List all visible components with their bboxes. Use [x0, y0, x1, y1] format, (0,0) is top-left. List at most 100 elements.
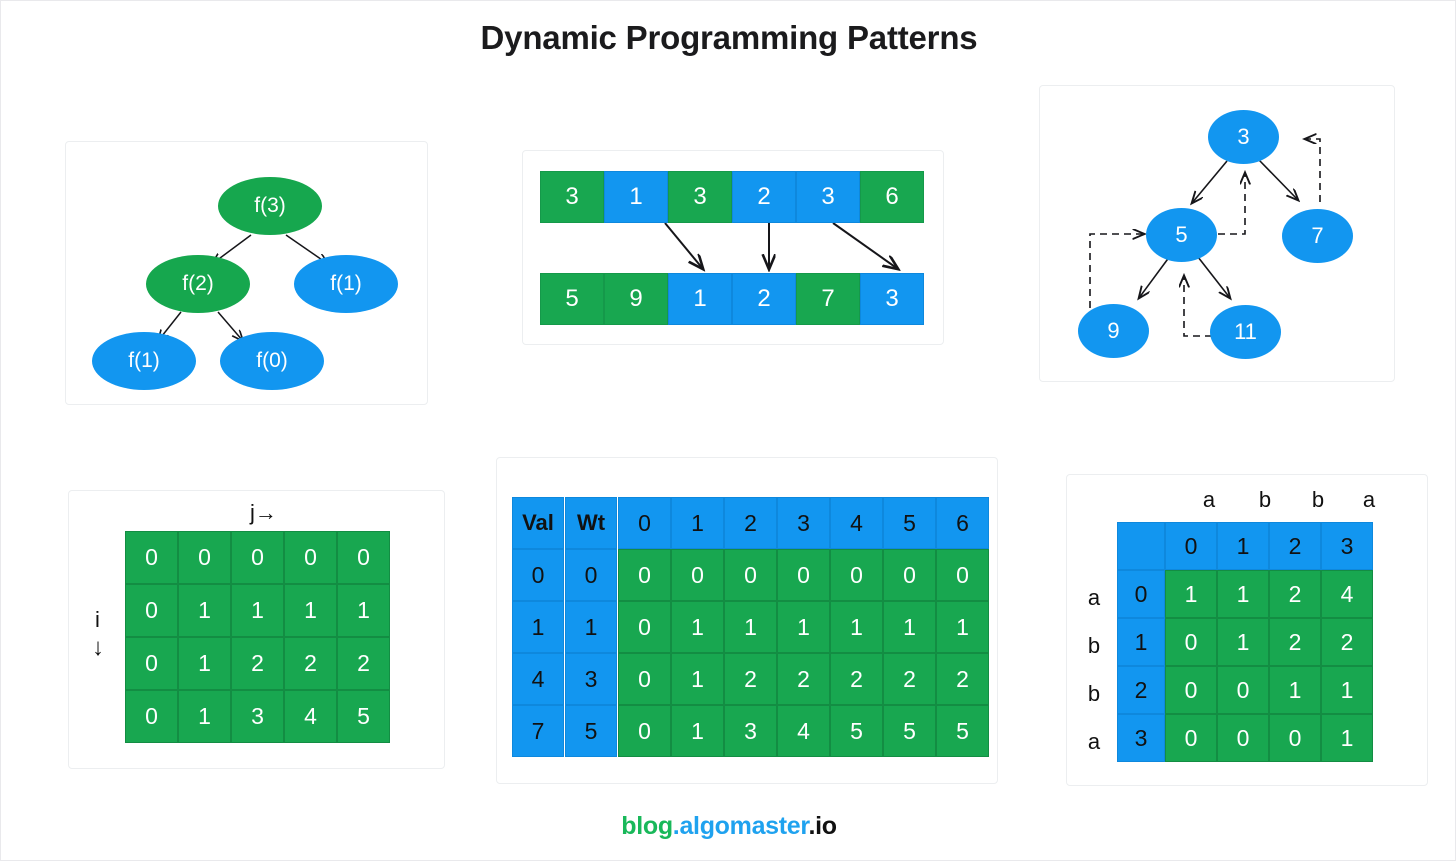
knapsack-cell[interactable]: 5 [830, 705, 883, 757]
knapsack-capacity-header[interactable]: 1 [671, 497, 724, 549]
knapsack-cell[interactable]: 2 [936, 653, 989, 705]
knapsack-cell[interactable]: 1 [830, 601, 883, 653]
memo-node-7[interactable]: 7 [1282, 209, 1353, 263]
knapsack-val-cell[interactable]: 7 [512, 705, 564, 757]
knapsack-cell[interactable]: 5 [936, 705, 989, 757]
knapsack-val-cell[interactable]: 0 [512, 549, 564, 601]
knapsack-cell[interactable]: 1 [883, 601, 936, 653]
tree-node-f0[interactable]: f(0) [220, 332, 324, 390]
memo-node-11[interactable]: 11 [1210, 305, 1281, 359]
lcs-cell[interactable]: 1 [1321, 714, 1373, 762]
grid-cell[interactable]: 1 [337, 584, 390, 637]
knapsack-wt-cell[interactable]: 0 [565, 549, 617, 601]
lcs-cell[interactable]: 2 [1269, 570, 1321, 618]
lcs-cell[interactable]: 1 [1217, 618, 1269, 666]
lcs-cell[interactable]: 0 [1217, 714, 1269, 762]
lcs-col-index[interactable]: 1 [1217, 522, 1269, 570]
lcs-col-index[interactable]: 2 [1269, 522, 1321, 570]
knapsack-cell[interactable]: 0 [777, 549, 830, 601]
lcs-cell[interactable]: 2 [1269, 618, 1321, 666]
lcs-row-index[interactable]: 1 [1117, 618, 1165, 666]
knapsack-val-cell[interactable]: 4 [512, 653, 564, 705]
lcs-cell[interactable]: 1 [1321, 666, 1373, 714]
knapsack-cell[interactable]: 0 [671, 549, 724, 601]
knapsack-cell[interactable]: 2 [777, 653, 830, 705]
knapsack-cell[interactable]: 0 [618, 601, 671, 653]
knapsack-cell[interactable]: 1 [777, 601, 830, 653]
grid-cell[interactable]: 0 [125, 690, 178, 743]
knapsack-capacity-header[interactable]: 6 [936, 497, 989, 549]
grid-cell[interactable]: 1 [284, 584, 337, 637]
knapsack-cell[interactable]: 1 [724, 601, 777, 653]
array-cell[interactable]: 3 [860, 273, 924, 325]
knapsack-cell[interactable]: 2 [724, 653, 777, 705]
grid-cell[interactable]: 2 [284, 637, 337, 690]
lcs-cell[interactable]: 4 [1321, 570, 1373, 618]
tree-node-f1-left[interactable]: f(1) [92, 332, 196, 390]
lcs-col-index[interactable]: 0 [1165, 522, 1217, 570]
array-cell[interactable]: 1 [604, 171, 668, 223]
knapsack-cell[interactable]: 0 [618, 705, 671, 757]
footer-brand[interactable]: blog.algomaster.io [1, 812, 1456, 841]
grid-cell[interactable]: 0 [178, 531, 231, 584]
knapsack-cell[interactable]: 2 [830, 653, 883, 705]
lcs-cell[interactable]: 1 [1269, 666, 1321, 714]
grid-cell[interactable]: 0 [125, 531, 178, 584]
memo-node-5[interactable]: 5 [1146, 208, 1217, 262]
array-cell[interactable]: 6 [860, 171, 924, 223]
knapsack-cell[interactable]: 0 [830, 549, 883, 601]
tree-node-f3[interactable]: f(3) [218, 177, 322, 235]
knapsack-capacity-header[interactable]: 5 [883, 497, 936, 549]
memo-node-9[interactable]: 9 [1078, 304, 1149, 358]
knapsack-cell[interactable]: 2 [883, 653, 936, 705]
array-cell[interactable]: 9 [604, 273, 668, 325]
grid-cell[interactable]: 1 [178, 637, 231, 690]
array-cell[interactable]: 3 [668, 171, 732, 223]
lcs-cell[interactable]: 0 [1165, 714, 1217, 762]
grid-cell[interactable]: 2 [337, 637, 390, 690]
tree-node-f1-right[interactable]: f(1) [294, 255, 398, 313]
knapsack-wt-cell[interactable]: 5 [565, 705, 617, 757]
lcs-row-index[interactable]: 3 [1117, 714, 1165, 762]
knapsack-capacity-header[interactable]: 0 [618, 497, 671, 549]
grid-cell[interactable]: 3 [231, 690, 284, 743]
knapsack-cell[interactable]: 1 [671, 705, 724, 757]
tree-node-f2[interactable]: f(2) [146, 255, 250, 313]
lcs-cell[interactable]: 0 [1269, 714, 1321, 762]
array-cell[interactable]: 3 [796, 171, 860, 223]
grid-cell[interactable]: 2 [231, 637, 284, 690]
lcs-row-index[interactable]: 2 [1117, 666, 1165, 714]
grid-cell[interactable]: 4 [284, 690, 337, 743]
knapsack-cell[interactable]: 0 [618, 549, 671, 601]
knapsack-wt-cell[interactable]: 3 [565, 653, 617, 705]
array-cell[interactable]: 3 [540, 171, 604, 223]
grid-cell[interactable]: 1 [231, 584, 284, 637]
knapsack-cell[interactable]: 0 [936, 549, 989, 601]
lcs-cell[interactable]: 0 [1165, 618, 1217, 666]
grid-cell[interactable]: 0 [125, 637, 178, 690]
lcs-cell[interactable]: 0 [1217, 666, 1269, 714]
knapsack-val-cell[interactable]: 1 [512, 601, 564, 653]
array-cell[interactable]: 5 [540, 273, 604, 325]
grid-cell[interactable]: 0 [231, 531, 284, 584]
knapsack-cell[interactable]: 3 [724, 705, 777, 757]
knapsack-cell[interactable]: 0 [883, 549, 936, 601]
array-cell[interactable]: 2 [732, 273, 796, 325]
array-cell[interactable]: 2 [732, 171, 796, 223]
knapsack-cell[interactable]: 1 [671, 653, 724, 705]
knapsack-cell[interactable]: 0 [618, 653, 671, 705]
lcs-col-index[interactable]: 3 [1321, 522, 1373, 570]
array-cell[interactable]: 1 [668, 273, 732, 325]
memo-node-3[interactable]: 3 [1208, 110, 1279, 164]
knapsack-capacity-header[interactable]: 2 [724, 497, 777, 549]
grid-cell[interactable]: 0 [284, 531, 337, 584]
grid-cell[interactable]: 1 [178, 584, 231, 637]
knapsack-capacity-header[interactable]: 3 [777, 497, 830, 549]
lcs-cell[interactable]: 1 [1217, 570, 1269, 618]
knapsack-capacity-header[interactable]: 4 [830, 497, 883, 549]
knapsack-cell[interactable]: 1 [936, 601, 989, 653]
knapsack-cell[interactable]: 4 [777, 705, 830, 757]
grid-cell[interactable]: 5 [337, 690, 390, 743]
grid-cell[interactable]: 0 [337, 531, 390, 584]
lcs-cell[interactable]: 2 [1321, 618, 1373, 666]
